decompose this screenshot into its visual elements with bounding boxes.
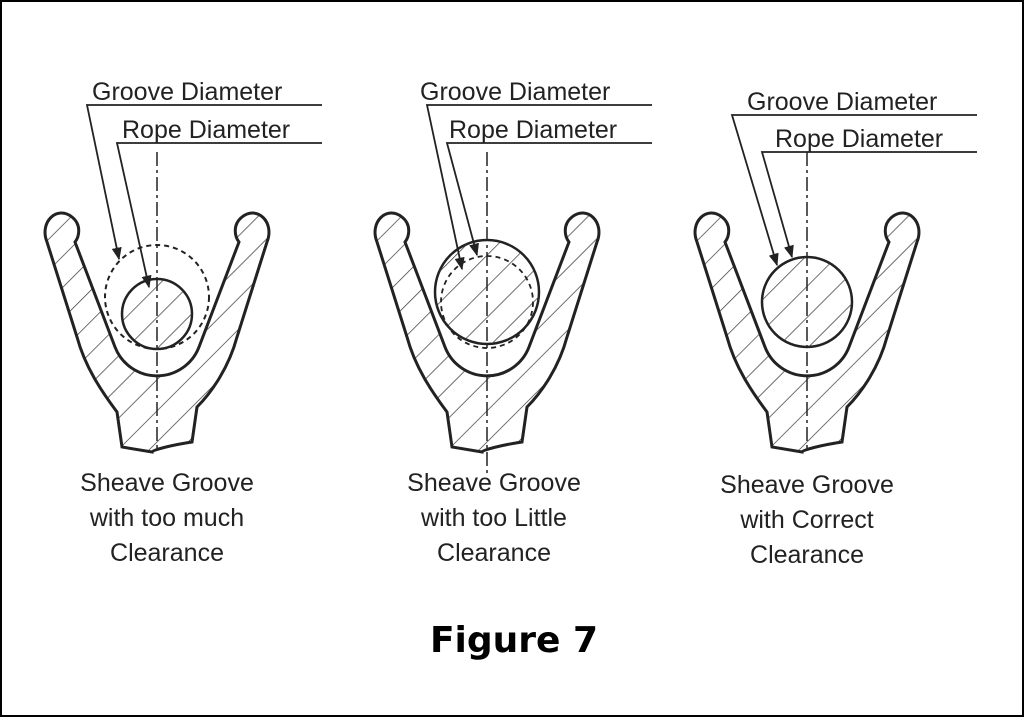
caption-line: Sheave Groove: [407, 469, 581, 497]
caption-line: Clearance: [110, 539, 224, 567]
rope-diameter-label: Rope Diameter: [122, 116, 290, 144]
panel-too-little-clearance: [373, 104, 652, 477]
groove-leader: [730, 114, 977, 267]
groove-diameter-label: Groove Diameter: [747, 88, 937, 116]
groove-leader: [425, 104, 652, 271]
groove-leader: [85, 104, 322, 261]
caption-line: with Correct: [739, 506, 873, 534]
groove-diameter-label: Groove Diameter: [420, 78, 610, 106]
caption-line: Sheave Groove: [720, 471, 894, 499]
rope-leader: [115, 142, 322, 289]
panel-too-much-clearance: [43, 104, 322, 454]
rope-diameter-label: Rope Diameter: [775, 125, 943, 153]
caption-line: with too much: [89, 504, 244, 532]
caption-line: Sheave Groove: [80, 469, 254, 497]
figure-label: Figure 7: [430, 620, 598, 661]
caption-line: Clearance: [437, 539, 551, 567]
rope-leader: [445, 142, 652, 257]
groove-diameter-label: Groove Diameter: [92, 78, 282, 106]
caption-line: with too Little: [420, 504, 567, 532]
rope-diameter-label: Rope Diameter: [449, 116, 617, 144]
panel-correct-clearance: [693, 114, 977, 454]
rope-leader: [760, 151, 977, 259]
caption-line: Clearance: [750, 541, 864, 569]
